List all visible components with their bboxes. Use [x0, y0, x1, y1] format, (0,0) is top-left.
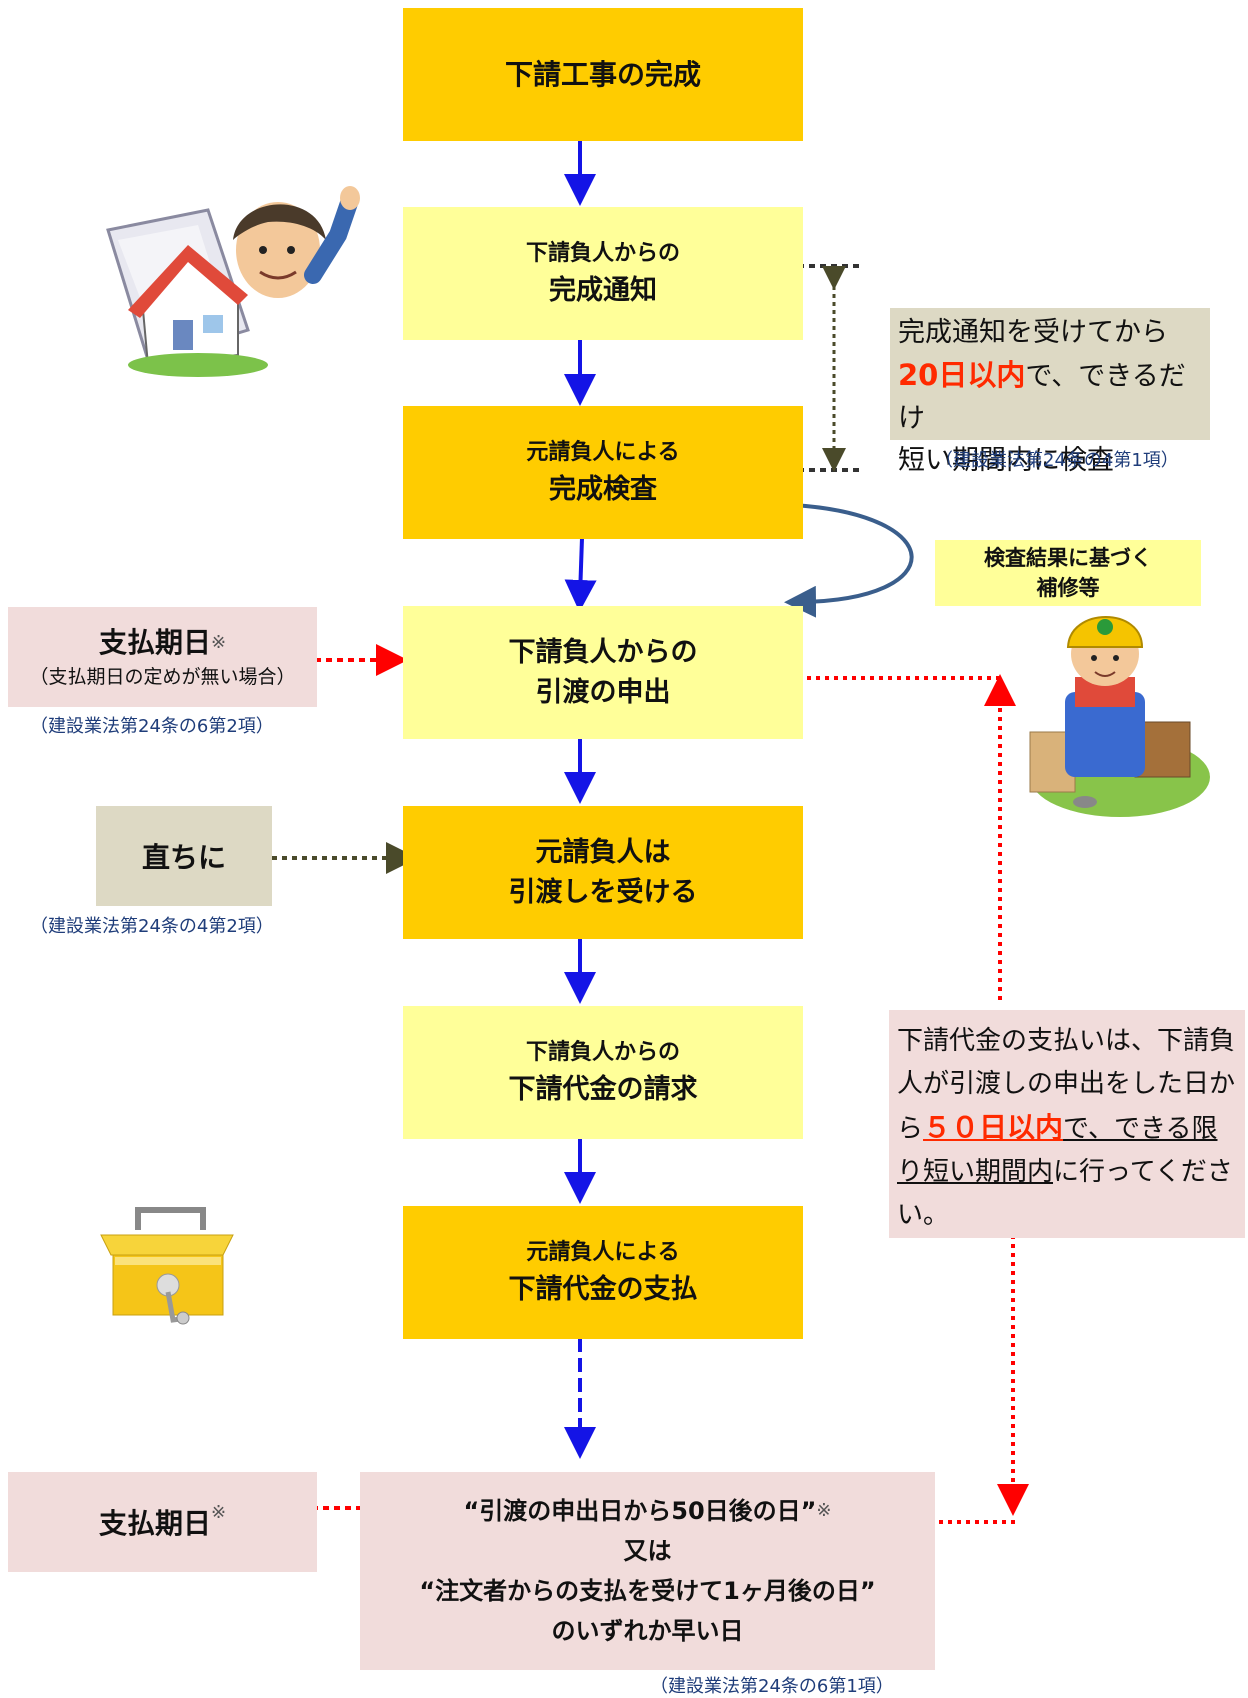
arrow-3-4 — [564, 537, 597, 612]
step4-line1: 下請負人からの — [508, 636, 698, 668]
payment-note-highlight: ５０日以内 — [923, 1111, 1064, 1144]
payment-due-bottom-mark: ※ — [210, 1502, 227, 1523]
repair-label: 検査結果に基づく 補修等 — [935, 540, 1201, 606]
payment-due-date-top: 支払期日※ （支払期日の定めが無い場合） — [8, 607, 317, 707]
man-with-house-illustration — [106, 186, 360, 377]
immediately-reference: （建設業法第24条の4第2項） — [30, 916, 274, 937]
step-receive-delivery: 元請負人は 引渡しを受ける — [403, 806, 803, 939]
payment-due-top-mark: ※ — [210, 632, 227, 653]
step6-line2: 下請代金の請求 — [508, 1073, 698, 1105]
payment-due-date-bottom: 支払期日※ — [8, 1472, 317, 1572]
inspection-note-line1: 完成通知を受けてから — [898, 317, 1168, 348]
final-line1-mark: ※ — [816, 1500, 832, 1521]
step1-label: 下請工事の完成 — [504, 57, 701, 91]
payment-due-top-title-wrap: 支払期日※ — [99, 623, 226, 663]
payment-note-part2: で、できる限り短い期間内 — [897, 1114, 1218, 1187]
repair-loop-arrow — [784, 503, 914, 618]
inspection-note-line2-rest: で、できるだけ — [898, 361, 1186, 434]
step6-line1: 下請負人からの — [525, 1039, 680, 1065]
repair-line1: 検査結果に基づく — [984, 546, 1152, 570]
final-line2: 又は — [623, 1537, 672, 1565]
inspection-note-highlight: 20日以内 — [898, 358, 1026, 392]
final-line3: “注文者からの支払を受けて1ヶ月後の日” — [419, 1577, 876, 1605]
bottom-reference: （建設業法第24条の6第1項） — [650, 1676, 894, 1697]
immediately-label: 直ちに — [141, 841, 226, 874]
inspection-note-line2: 20日以内で、できるだけ — [898, 354, 1202, 440]
step5-line1: 元請負人は — [535, 836, 671, 868]
payment-note-part3: に行ってください。 — [897, 1157, 1233, 1230]
step7-line1: 元請負人による — [526, 1239, 680, 1265]
immediately-box: 直ちに — [96, 806, 272, 906]
step-payment-request: 下請負人からの 下請代金の請求 — [403, 1006, 803, 1139]
payment-due-top-reference: （建設業法第24条の6第2項） — [30, 716, 274, 737]
construction-worker-illustration — [1029, 616, 1210, 817]
final-line4: のいずれか早い日 — [551, 1617, 744, 1645]
step5-line2: 引渡しを受ける — [508, 876, 698, 908]
inspection-note-reference: （建設業法第24条の4第1項） — [935, 450, 1179, 471]
repair-line2: 補修等 — [1036, 576, 1100, 600]
step7-line2: 下請代金の支払 — [508, 1273, 698, 1305]
payment-note-part1: 下請代金の支払いは、下請負人が引渡しの申出をした日から — [897, 1026, 1236, 1144]
step-subcontract-completion: 下請工事の完成 — [403, 8, 803, 141]
payment-deadline-note: 下請代金の支払いは、下請負人が引渡しの申出をした日から５０日以内で、できる限り短… — [889, 1010, 1245, 1238]
payment-due-bottom-title: 支払期日 — [98, 1507, 211, 1540]
cash-box-illustration — [100, 1207, 234, 1325]
step3-line2: 完成検査 — [549, 473, 657, 505]
inspection-note-line3: 短い期間内に検査 — [898, 445, 1114, 476]
payment-due-top-title: 支払期日 — [98, 626, 211, 659]
step2-line2: 完成通知 — [549, 274, 657, 306]
step-completion-inspection: 元請負人による 完成検査 — [403, 406, 803, 539]
step3-line1: 元請負人による — [526, 439, 680, 465]
step2-line1: 下請負人からの — [525, 240, 680, 266]
inspection-deadline-note: 完成通知を受けてから 20日以内で、できるだけ 短い期間内に検査 — [890, 308, 1210, 476]
step4-line2: 引渡の申出 — [535, 676, 671, 708]
final-line1-wrap: “引渡の申出日から50日後の日”※ — [463, 1491, 831, 1531]
step-completion-notice: 下請負人からの 完成通知 — [403, 207, 803, 340]
step-payment: 元請負人による 下請代金の支払 — [403, 1206, 803, 1339]
final-due-date-box: “引渡の申出日から50日後の日”※ 又は “注文者からの支払を受けて1ヶ月後の日… — [360, 1472, 935, 1670]
final-line1: “引渡の申出日から50日後の日” — [463, 1497, 817, 1525]
payment-due-top-subtitle: （支払期日の定めが無い場合） — [29, 666, 296, 688]
step-delivery-request: 下請負人からの 引渡の申出 — [403, 606, 803, 739]
payment-due-bottom-title-wrap: 支払期日※ — [99, 1502, 226, 1542]
